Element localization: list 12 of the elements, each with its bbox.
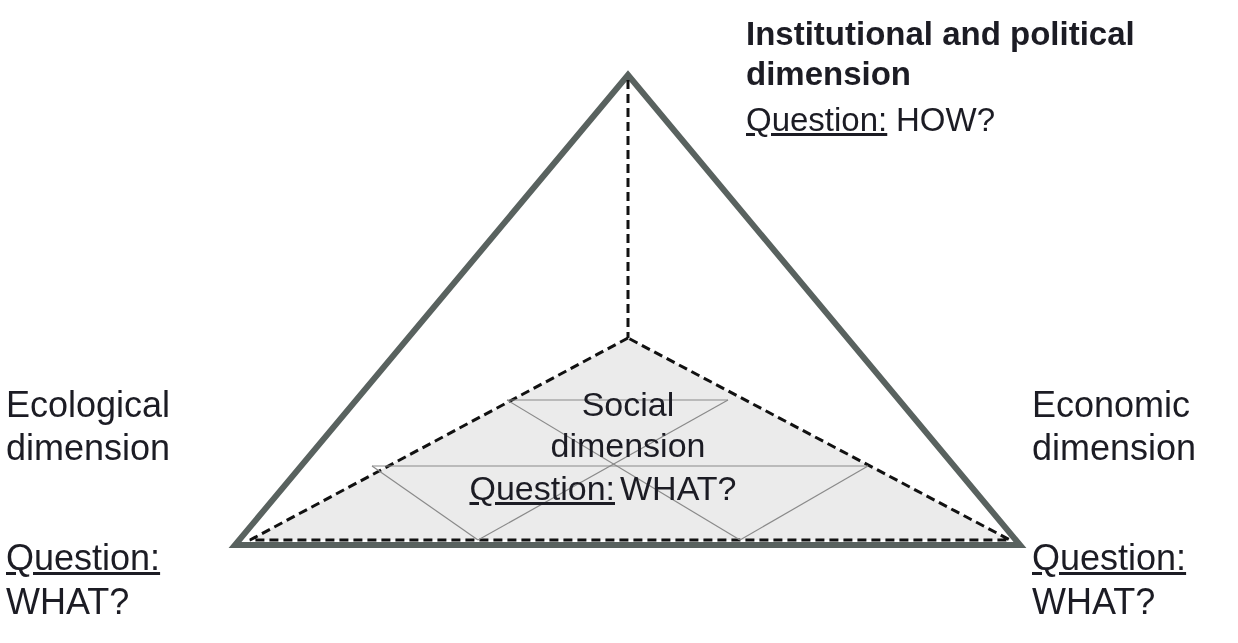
dimension-label: Question: [1032,536,1187,580]
node-text: WHAT? [620,468,737,509]
dimension-label: HOW? [896,100,995,140]
node-text: Social dimension [549,384,707,466]
dimension-label: WHAT? [1032,580,1156,624]
dimension-label: Ecological dimension [6,383,172,470]
dimension-label: Question: [746,100,888,140]
dimension-label: Question: [6,536,161,580]
dimension-label: Economic dimension [1032,383,1198,470]
dimension-label: WHAT? [6,580,130,624]
node-text: Question: [469,468,615,509]
dimension-label: Institutional and political dimension [746,14,1136,94]
